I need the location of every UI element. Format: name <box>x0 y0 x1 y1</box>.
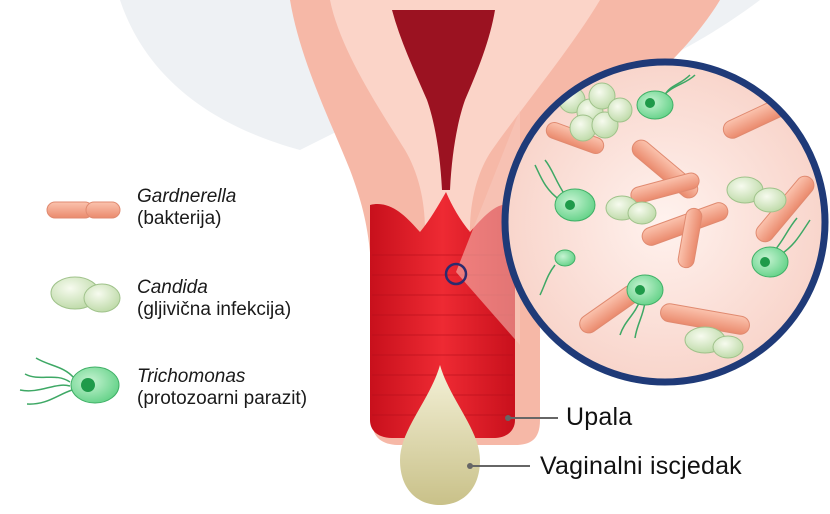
legend-description: (protozoarni parazit) <box>137 388 307 410</box>
protozoan-icon <box>20 358 119 404</box>
rod-bacteria-icon <box>47 202 120 218</box>
magnified-view <box>505 62 825 382</box>
legend-description: (gljivična infekcija) <box>137 299 291 321</box>
callout-inflammation: Upala <box>566 403 632 432</box>
yeast-cells-icon <box>51 277 120 312</box>
legend-species: Candida <box>137 277 291 299</box>
legend-item-gardnerella: Gardnerella (bakterija) <box>137 186 236 230</box>
legend-description: (bakterija) <box>137 208 236 230</box>
legend-item-candida: Candida (gljivična infekcija) <box>137 277 291 321</box>
legend-species: Gardnerella <box>137 186 236 208</box>
legend-item-trichomonas: Trichomonas (protozoarni parazit) <box>137 366 307 410</box>
legend-species: Trichomonas <box>137 366 307 388</box>
callout-discharge: Vaginalni iscjedak <box>540 452 742 481</box>
